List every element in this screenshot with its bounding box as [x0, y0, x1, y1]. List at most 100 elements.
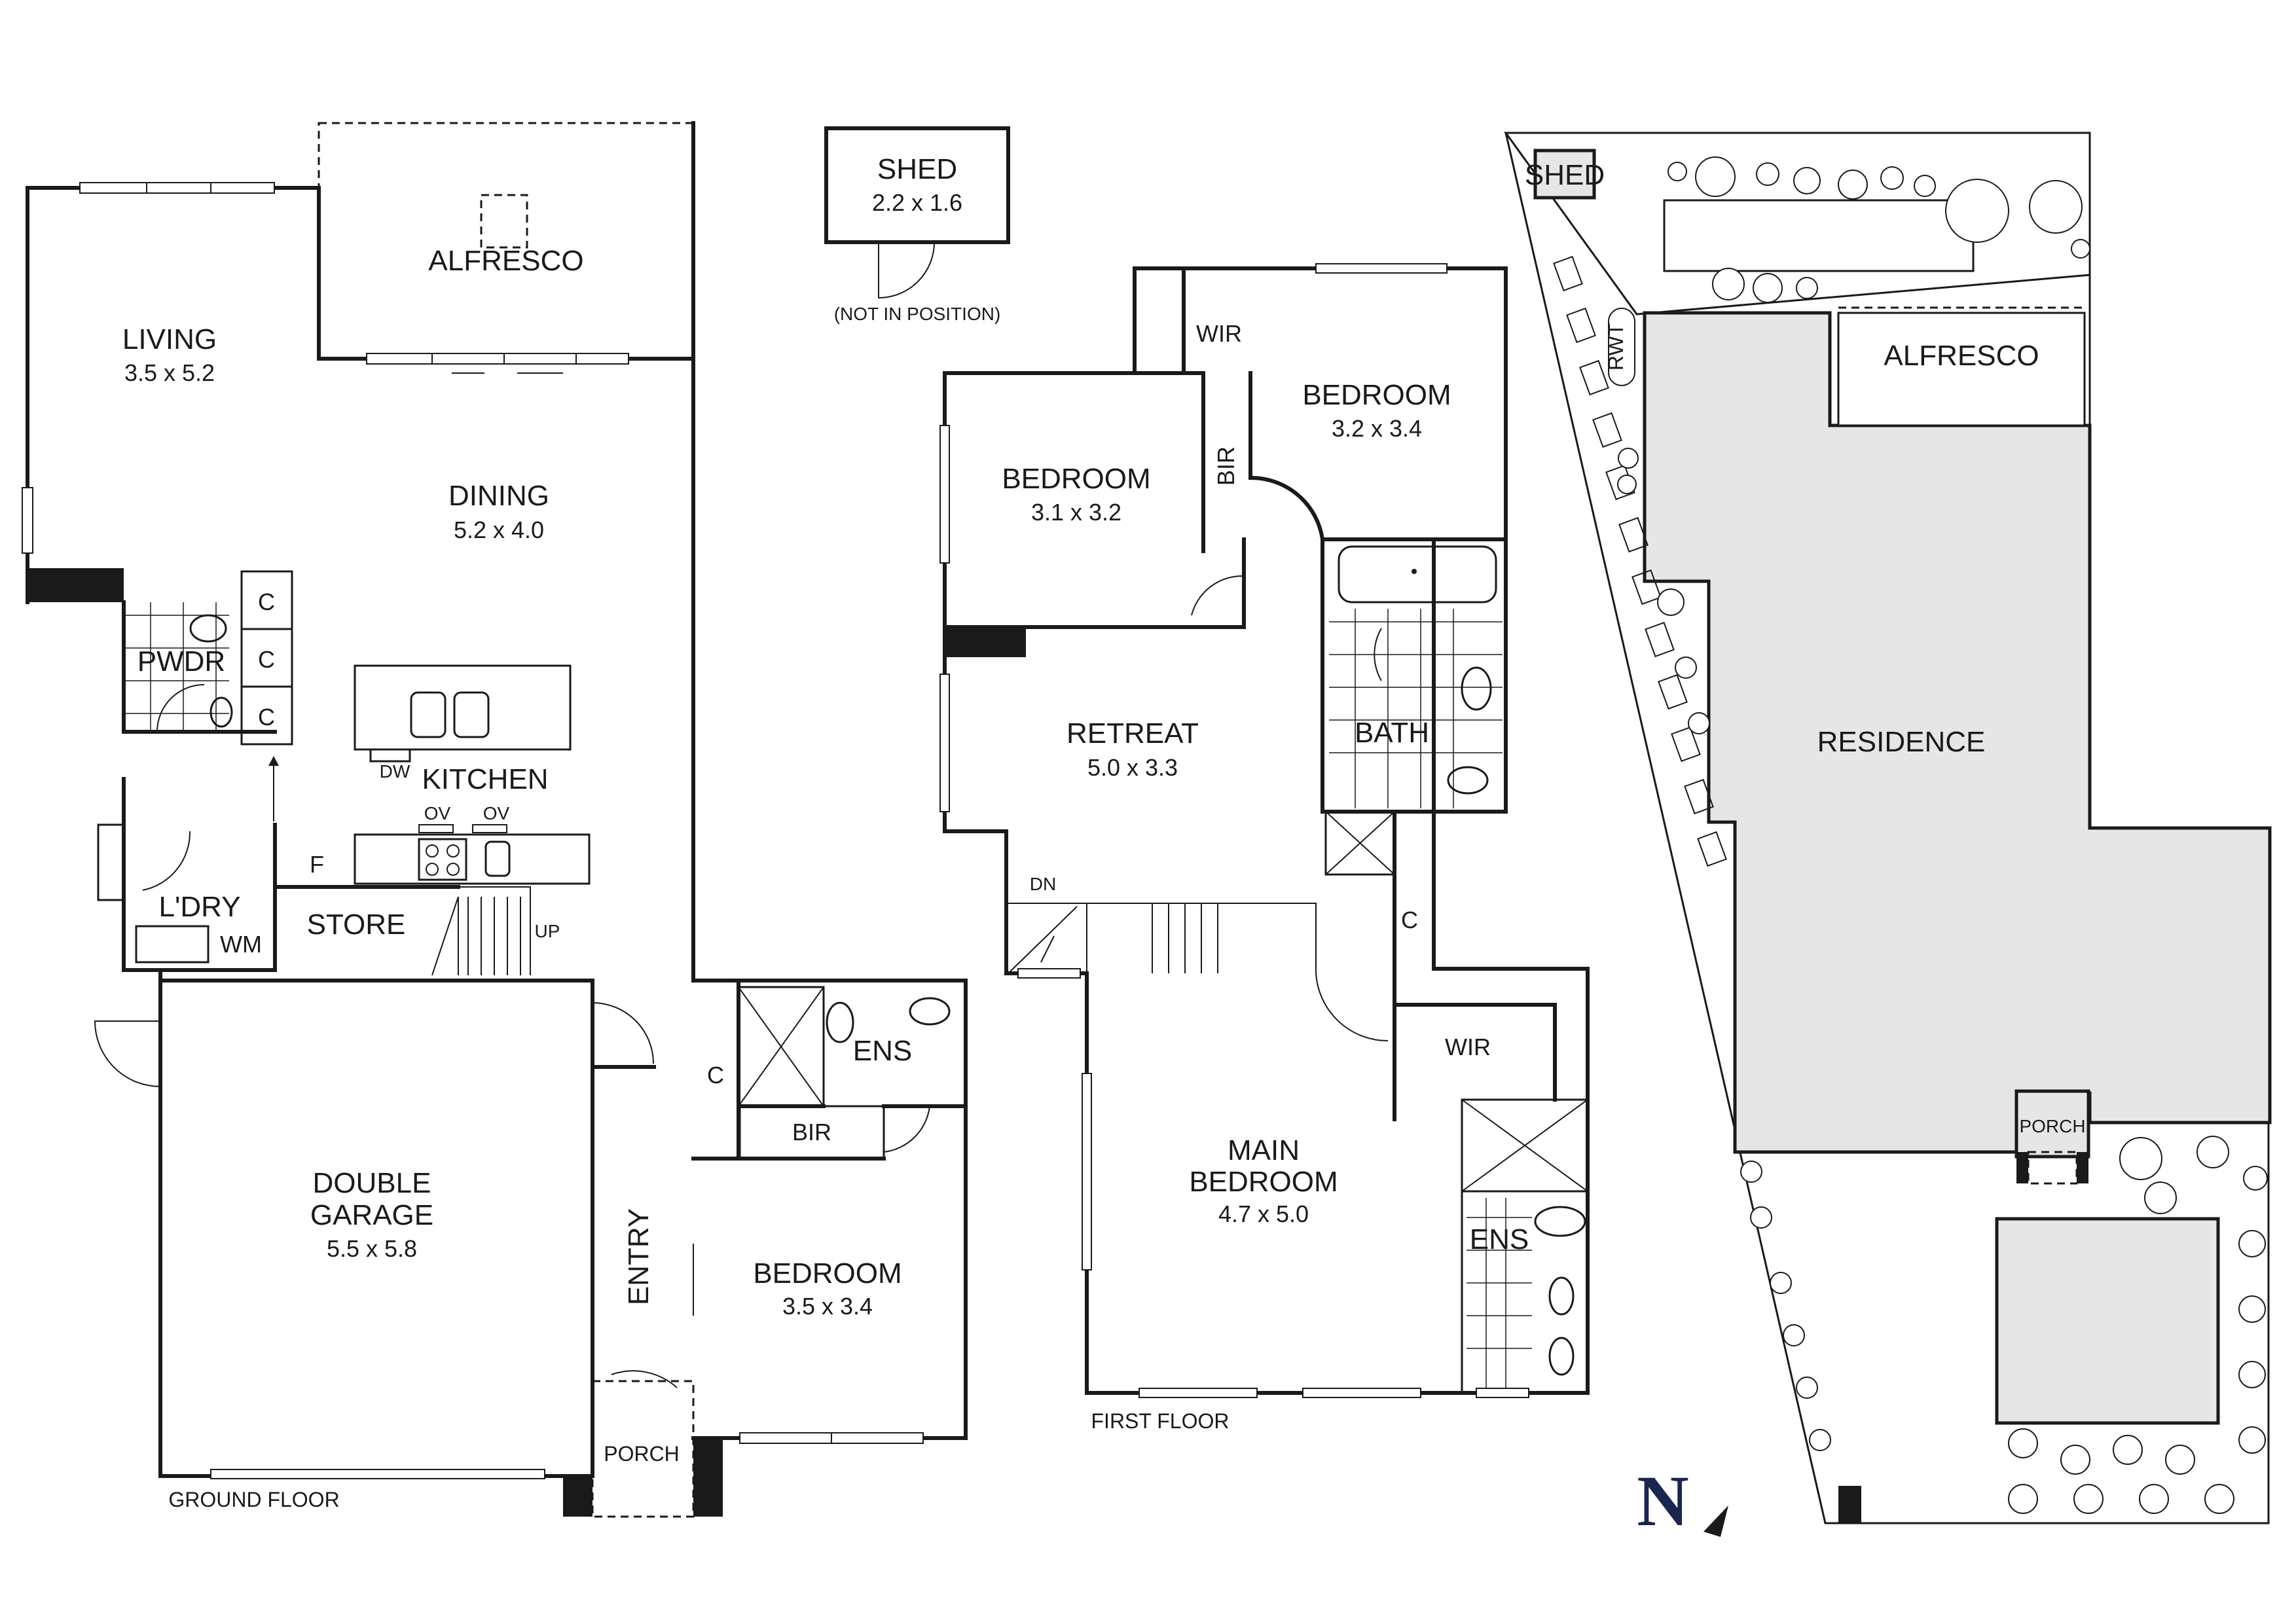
dining-dims: 5.2 x 4.0: [454, 516, 544, 543]
residence-label: RESIDENCE: [1817, 726, 1986, 758]
bedroom-dims: 3.5 x 3.4: [782, 1293, 873, 1320]
toilet-icon: [189, 614, 227, 643]
garage-label-line-1: DOUBLE: [313, 1167, 431, 1199]
porch-column-right: [693, 1439, 723, 1517]
oven-label: OV: [483, 803, 510, 823]
sink-right-icon: [453, 691, 490, 738]
pwdr-wall: [122, 600, 277, 734]
bedroom-door-swing: [1191, 575, 1245, 616]
ground-floor-plan: [22, 121, 968, 1518]
porch-step-outline: [2027, 1151, 2078, 1185]
arrow-icon: [268, 756, 279, 766]
cupboard-label: C: [707, 1062, 724, 1089]
store-wall: [273, 823, 460, 970]
oven-label: OV: [424, 803, 451, 823]
basin-icon: [210, 696, 233, 728]
dining-sliding-door: [366, 353, 629, 374]
cupboard-label: C: [258, 588, 275, 615]
kitchen-bench: [354, 833, 591, 885]
main-bedroom-label-line-2: BEDROOM: [1189, 1166, 1338, 1198]
down-arrow-line: [1040, 935, 1055, 963]
bedroom-left-south-wall: [943, 537, 1246, 629]
wir-top-label: WIR: [1196, 320, 1242, 347]
porch-post-left: [2016, 1152, 2028, 1183]
ens-main-label: ENS: [1470, 1223, 1529, 1255]
ens-toilet-icon: [826, 1001, 854, 1043]
shower-diag-2: [1325, 811, 1395, 875]
column-block: [27, 568, 124, 602]
living-dims: 3.5 x 5.2: [124, 359, 215, 386]
site-alfresco: [1837, 312, 2086, 427]
cupboard-label: C: [258, 646, 275, 673]
shed-plan: [824, 126, 1010, 299]
driveway-pad: [1995, 1217, 2220, 1425]
north-arrow-icon: [1704, 1505, 1728, 1537]
bir-box: [738, 1105, 885, 1160]
shed-label: SHED: [877, 153, 957, 185]
dishwasher-label: DW: [380, 761, 410, 782]
cupboard-label: C: [258, 704, 275, 730]
oven-2-box: [472, 824, 507, 833]
shed-dims: 2.2 x 1.6: [872, 189, 962, 216]
main-bedroom-dims: 4.7 x 5.0: [1218, 1200, 1309, 1227]
wir-main-walls: [1393, 967, 1557, 1121]
stair-up-label: UP: [535, 921, 560, 941]
rain-water-tank: [1608, 308, 1635, 386]
garage-label-line-2: GARAGE: [310, 1199, 433, 1231]
rwt-label: RWT: [1604, 323, 1628, 370]
bath-label: BATH: [1355, 717, 1429, 749]
site-shed: [1533, 149, 1596, 200]
bedroom-south-window: [739, 1432, 924, 1444]
sink-left-icon: [410, 691, 446, 738]
ens-label: ENS: [853, 1035, 912, 1067]
washing-machine-label: WM: [220, 931, 262, 958]
bedroom-label: BEDROOM: [753, 1257, 902, 1289]
laundry-sink: [135, 925, 210, 964]
wir-main-label: WIR: [1445, 1034, 1491, 1060]
stair-down-label: DN: [1030, 874, 1056, 894]
site-porch-label: PORCH: [2019, 1116, 2085, 1136]
ens-basin-icon: [909, 997, 951, 1026]
north-label: N: [1637, 1461, 1688, 1541]
main-bedroom-door-swing: [1315, 973, 1389, 1042]
stair-down-treads: [1006, 903, 1317, 974]
shed-note: (NOT IN POSITION): [834, 304, 1001, 324]
laundry-door-swing: [142, 831, 191, 891]
bath-toilet-icon: [1447, 766, 1489, 795]
cupboard-3: [240, 685, 293, 746]
porch-column-left: [563, 1476, 592, 1517]
laundry-tub: [97, 823, 126, 901]
garden-shrubs: [1617, 156, 2268, 1514]
dining-label: DINING: [448, 480, 549, 512]
bedroom-left-dims: 3.1 x 3.2: [1031, 499, 1121, 526]
pwdr-door-swing: [156, 684, 205, 732]
living-label: LIVING: [122, 323, 217, 355]
site-porch: [2014, 1089, 2090, 1159]
fridge-label: F: [310, 851, 324, 878]
alfresco-outline: [318, 122, 695, 360]
shower-diag-2: [1461, 1099, 1588, 1192]
garage-door: [210, 1469, 545, 1479]
bath-shower-box: [1324, 810, 1396, 876]
cupboard-label: C: [1401, 907, 1418, 933]
ens-main-toilet-icon: [1534, 1206, 1586, 1237]
kitchen-label: KITCHEN: [422, 763, 548, 795]
shed-door-swing: [878, 242, 935, 299]
first-floor-labels: WIR BEDROOM 3.1 x 3.2 BEDROOM 3.2 x 3.4 …: [1002, 320, 1529, 1433]
garage-east-wall: [591, 979, 656, 1386]
bedroom-right-dims: 3.2 x 3.4: [1332, 415, 1422, 442]
ground-floor-labels: ALFRESCO LIVING 3.5 x 5.2 DINING 5.2 x 4…: [122, 245, 912, 1511]
retreat-label: RETREAT: [1066, 717, 1199, 749]
bath-walls: [1321, 537, 1508, 814]
ens-main-basin-2-icon: [1548, 1337, 1575, 1376]
stair-up-treads: [431, 886, 531, 976]
main-bedroom-label-line-1: MAIN: [1228, 1134, 1300, 1166]
alfresco-label: ALFRESCO: [428, 245, 583, 277]
garage-entry-door-swing: [592, 1002, 654, 1064]
bedroom-wing-walls: [691, 979, 968, 1440]
garage-side-door: [94, 1020, 161, 1087]
bir-label: BIR: [1212, 446, 1239, 486]
site-front-post: [1838, 1486, 1861, 1523]
ground-floor-title: GROUND FLOOR: [168, 1488, 339, 1511]
